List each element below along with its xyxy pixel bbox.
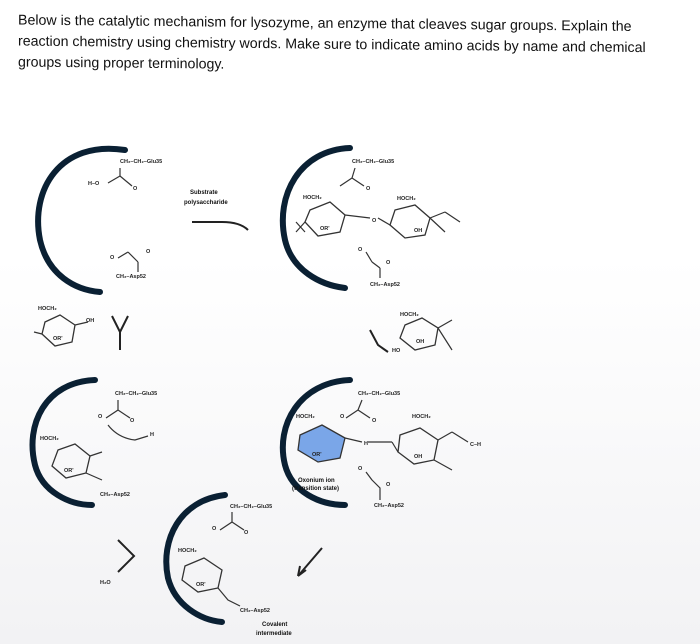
oxonium-ring-shaded (297, 424, 346, 463)
label-glu35-b: CH₂–CH₂–Glu35 (352, 159, 394, 165)
svg-text:O: O (133, 186, 138, 192)
svg-text:O: O (110, 255, 115, 261)
svg-text:OH: OH (86, 318, 94, 324)
svg-text:H: H (364, 441, 368, 447)
panel-free-enzyme: CH₂–CH₂–Glu35 H–O O O O CH₂–Asp52 (35, 145, 162, 295)
panel-enzyme-product: CH₂–CH₂–Glu35 O O H HOCH₂ OR' CH₂–Asp52 (29, 377, 157, 508)
svg-text:O: O (386, 482, 391, 488)
label-hoch2-f1: HOCH₂ (296, 414, 315, 420)
label-h2o: H₂O (100, 580, 111, 586)
label-covalent-1: Covalent (262, 622, 287, 628)
svg-text:OR': OR' (320, 226, 330, 232)
leaving-sugar-left: HOCH₂ OR' OH (33, 306, 129, 350)
svg-text:OH: OH (414, 228, 422, 234)
label-asp52-b: CH₂–Asp52 (370, 282, 400, 288)
enzyme-arc-f (279, 377, 353, 508)
label-ch: C–H (470, 442, 481, 448)
label-oxonium-2: (transition state) (292, 486, 339, 492)
svg-text:OR': OR' (196, 582, 206, 588)
label-hoch2-g: HOCH₂ (178, 548, 197, 554)
enzyme-arc-e (29, 377, 98, 508)
svg-text:O: O (98, 414, 103, 420)
svg-text:O: O (244, 530, 249, 536)
svg-text:O: O (372, 218, 377, 224)
label-asp52-a: CH₂–Asp52 (116, 274, 146, 280)
svg-text:O: O (212, 526, 217, 532)
panel-es-complex: CH₂–CH₂–Glu35 O HOCH₂ OR' HOCH₂ OH O O O… (279, 145, 461, 291)
label-polysaccharide: polysaccharide (184, 200, 228, 206)
label-hoch2-f2: HOCH₂ (412, 414, 431, 420)
svg-text:OR': OR' (312, 452, 322, 458)
svg-text:O: O (146, 249, 151, 255)
svg-text:O: O (130, 418, 135, 424)
svg-text:O: O (340, 414, 345, 420)
svg-text:O: O (358, 247, 363, 253)
svg-text:HO: HO (392, 348, 401, 354)
substrate-arrow: Substrate polysaccharide (184, 190, 249, 231)
label-glu35-f: CH₂–CH₂–Glu35 (358, 391, 400, 397)
svg-text:H: H (150, 432, 154, 438)
label-glu35-g: CH₂–CH₂–Glu35 (230, 504, 272, 510)
label-ho-a: H–O (88, 181, 100, 187)
enzyme-arc-a (35, 145, 128, 295)
panel-covalent-intermediate: CH₂–CH₂–Glu35 O O HOCH₂ OR' CH₂–Asp52 Co… (163, 492, 292, 637)
label-asp52-e: CH₂–Asp52 (100, 492, 130, 498)
enzyme-arc-b (279, 145, 353, 291)
svg-text:O: O (372, 418, 377, 424)
arrow-product-release-right (369, 329, 389, 353)
arrow-water-attack (117, 539, 136, 573)
arrow-product-release-left (111, 315, 129, 350)
svg-text:O: O (358, 466, 363, 472)
svg-text:OR': OR' (64, 468, 74, 474)
enzyme-arc-g (163, 492, 228, 625)
svg-text:O: O (366, 186, 371, 192)
label-covalent-2: intermediate (256, 631, 292, 637)
label-hoch2-b2: HOCH₂ (397, 196, 416, 202)
label-glu35-a: CH₂–CH₂–Glu35 (120, 159, 162, 165)
svg-text:OH: OH (416, 339, 424, 345)
bottom-arrows: H₂O (100, 539, 323, 586)
svg-text:OH: OH (414, 454, 422, 460)
arrow-to-covalent (297, 547, 323, 577)
label-oxonium-1: Oxonium ion (298, 478, 335, 484)
label-hoch2-c: HOCH₂ (38, 306, 57, 312)
svg-text:O: O (386, 260, 391, 266)
leaving-sugar-right: HOCH₂ OH HO (369, 312, 453, 354)
label-hoch2-d: HOCH₂ (400, 312, 419, 318)
label-hoch2-e: HOCH₂ (40, 436, 59, 442)
arrow-substrate-binding (192, 221, 249, 231)
label-substrate: Substrate (190, 190, 218, 196)
panel-oxonium: CH₂–CH₂–Glu35 O O HOCH₂ OR' H HOCH₂ OH C… (279, 377, 481, 509)
svg-text:OR': OR' (53, 336, 63, 342)
label-hoch2-b1: HOCH₂ (303, 195, 322, 201)
label-asp52-g: CH₂–Asp52 (240, 608, 270, 614)
label-glu35-e: CH₂–CH₂–Glu35 (115, 391, 157, 397)
label-asp52-f: CH₂–Asp52 (374, 503, 404, 509)
